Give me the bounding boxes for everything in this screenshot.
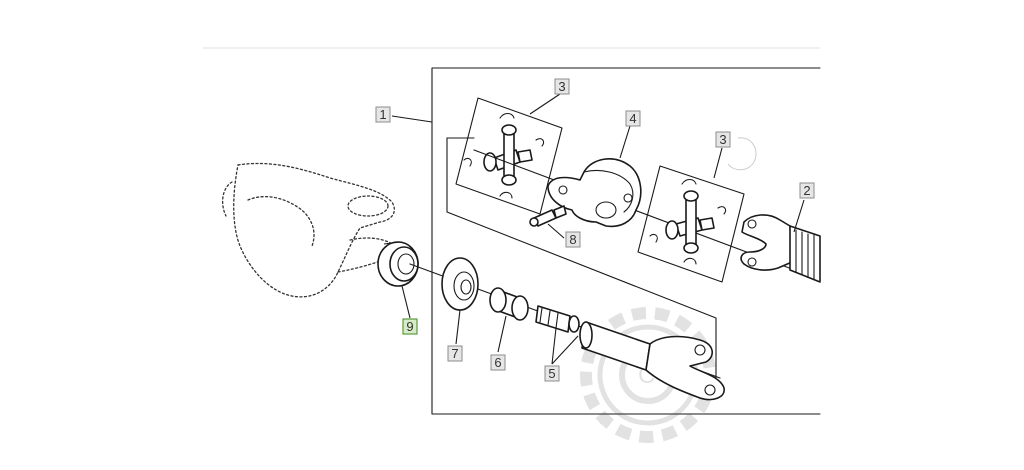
upper-axis	[473, 149, 801, 273]
axle-housing	[221, 162, 397, 298]
callout-3-right: 3	[715, 131, 731, 148]
svg-text:1: 1	[379, 107, 386, 122]
part-6-bushing	[489, 287, 529, 321]
part-4-bearing	[547, 158, 642, 228]
svg-text:4: 4	[629, 111, 636, 126]
callout-8: 8	[565, 231, 581, 248]
part-3-ujoint-right	[637, 165, 745, 283]
callout-1: 1	[375, 106, 391, 123]
svg-text:8: 8	[569, 232, 576, 247]
leader-lines	[391, 93, 805, 365]
callout-7: 7	[447, 345, 463, 362]
svg-text:2: 2	[803, 183, 810, 198]
svg-text:3: 3	[719, 132, 726, 147]
svg-text:5: 5	[548, 366, 555, 381]
svg-text:7: 7	[451, 346, 458, 361]
part-5-shaft	[535, 305, 725, 401]
inner-bracket	[446, 137, 717, 383]
part-8-fitting	[529, 205, 567, 227]
svg-text:3: 3	[558, 79, 565, 94]
callout-4: 4	[625, 110, 641, 127]
callout-9: 9	[402, 318, 418, 335]
callout-3-left: 3	[554, 78, 570, 95]
part-3-ujoint-left	[455, 97, 563, 215]
part-9-seal	[377, 241, 419, 287]
svg-text:9: 9	[406, 319, 413, 334]
callout-2: 2	[799, 182, 815, 199]
part-2-yoke	[740, 214, 821, 283]
callout-5: 5	[544, 365, 560, 382]
partial-circle	[727, 137, 757, 171]
svg-text:6: 6	[494, 355, 501, 370]
part-7-washer	[441, 257, 479, 311]
callout-6: 6	[490, 354, 506, 371]
assembly-frame	[431, 67, 821, 415]
